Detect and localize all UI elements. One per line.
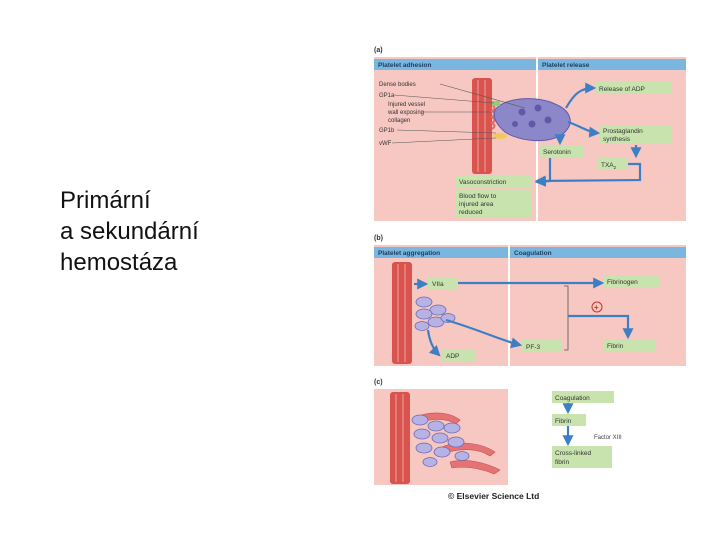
svg-text:Fibrinogen: Fibrinogen (607, 279, 638, 286)
box-crosslinked (552, 446, 612, 468)
panel-b-left-header-text: Platelet aggregation (378, 250, 440, 257)
panel-a-left-header (374, 59, 536, 70)
title-line-2: a sekundární (60, 218, 199, 245)
label-injured-2: wall exposing (387, 110, 424, 116)
svg-text:Vasoconstriction: Vasoconstriction (459, 179, 507, 186)
vessel-wall-a (472, 78, 492, 174)
box-blood-flow (456, 190, 532, 217)
title-line-1: Primární (60, 187, 151, 214)
box-serotonin (540, 145, 584, 157)
slide-title: Primární a sekundární hemostáza (60, 185, 320, 278)
box-fibrin-b (604, 339, 656, 351)
svg-text:ADP: ADP (446, 353, 459, 360)
title-line-3: hemostáza (60, 249, 178, 276)
svg-text:Blood flow to: Blood flow to (459, 193, 497, 200)
plus-sign (591, 301, 603, 313)
box-release-adp (596, 82, 672, 94)
box-fibrinogen (604, 275, 660, 287)
svg-text:Cross-linked: Cross-linked (555, 450, 592, 457)
svg-text:VIIa: VIIa (432, 281, 444, 288)
svg-text:injured area: injured area (459, 201, 494, 208)
panel-c-tag: (c) (374, 379, 383, 386)
svg-text:PF-3: PF-3 (526, 344, 540, 351)
vessel-wall-c (390, 392, 410, 484)
box-coagulation-c (552, 391, 614, 403)
svg-text:Coagulation: Coagulation (555, 395, 590, 402)
copyright-text: © Elsevier Science Ltd (448, 491, 539, 501)
label-dense-bodies: Dense bodies (379, 82, 416, 88)
svg-text:Fibrin: Fibrin (555, 418, 572, 425)
box-viia (428, 277, 458, 289)
box-pf3 (522, 340, 562, 352)
box-txa2 (598, 158, 628, 170)
box-vasoconstriction (456, 176, 532, 187)
svg-text:Fibrin: Fibrin (607, 343, 624, 350)
box-fibrin-c (552, 414, 586, 426)
panel-b-tag: (b) (374, 235, 383, 242)
panel-a-right-header-text: Platelet release (542, 62, 590, 69)
label-injured-1: Injured vessel (388, 102, 425, 108)
box-prostaglandin (600, 125, 672, 144)
panel-a-tag: (a) (374, 47, 383, 54)
svg-text:reduced: reduced (459, 209, 483, 216)
svg-text:TXA2: TXA2 (601, 162, 617, 170)
panel-b-right-header-text: Coagulation (514, 250, 552, 257)
svg-text:Release of ADP: Release of ADP (599, 86, 645, 93)
box-adp (441, 349, 475, 361)
svg-text:+: + (594, 303, 599, 312)
svg-text:fibrin: fibrin (555, 459, 569, 466)
panel-b-right-header (510, 247, 686, 258)
svg-text:Prostaglandin: Prostaglandin (603, 128, 643, 135)
svg-text:Serotonin: Serotonin (543, 149, 571, 156)
label-gp1a: GP1a (379, 93, 395, 99)
vessel-wall-b (392, 262, 412, 364)
label-injured-3: collagen (388, 118, 410, 124)
adhering-platelet (493, 98, 571, 142)
label-gp1b: GP1b (379, 128, 395, 134)
label-factor-xiii: Factor XIII (594, 435, 622, 441)
panel-a-left-header-text: Platelet adhesion (378, 62, 431, 69)
label-vwf: vWF (379, 141, 392, 147)
svg-text:synthesis: synthesis (603, 136, 631, 143)
panel-a-right-header (538, 59, 686, 70)
panel-b-left-header (374, 247, 508, 258)
